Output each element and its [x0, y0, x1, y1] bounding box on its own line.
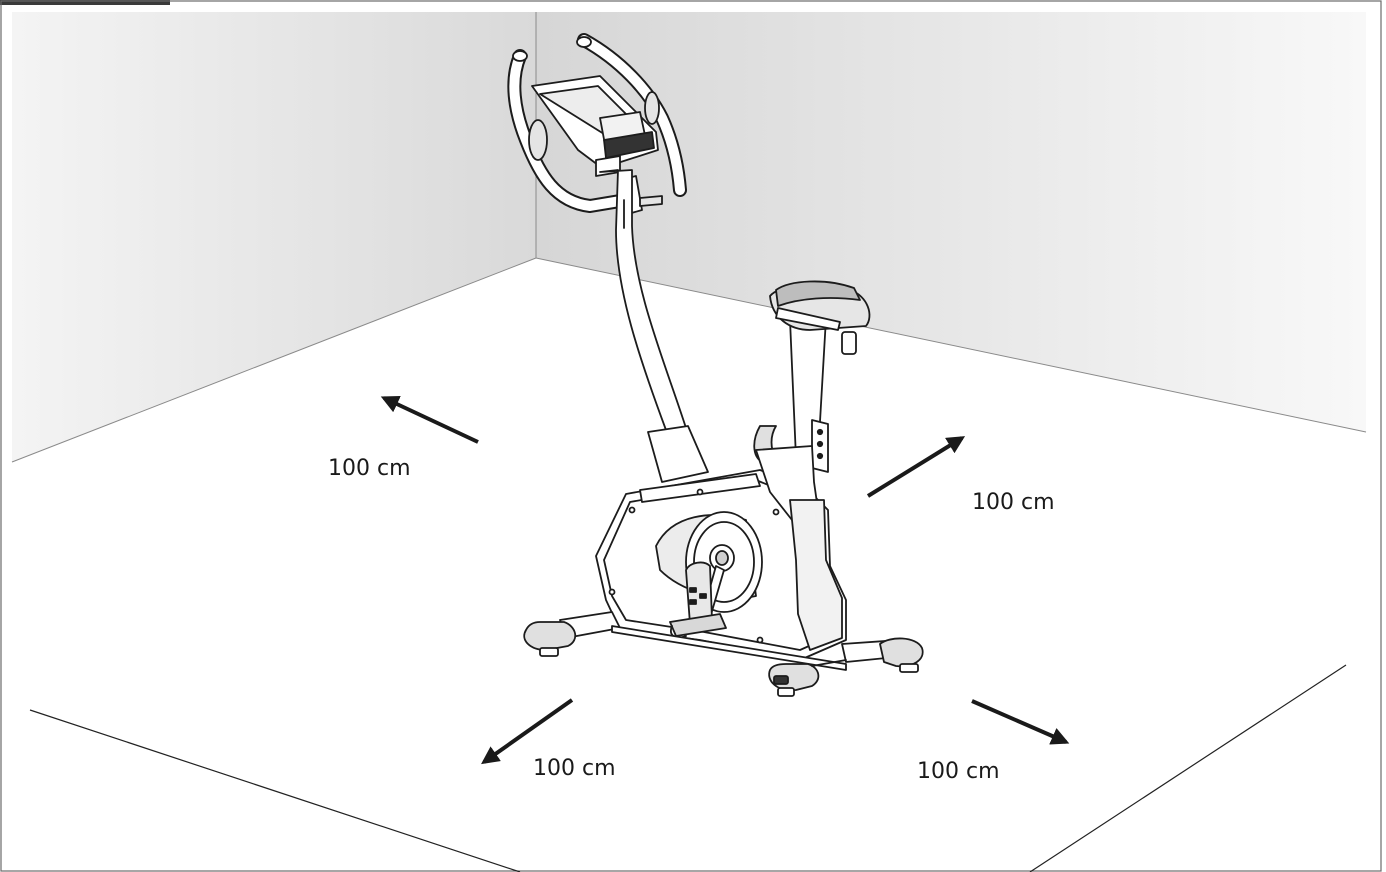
floor-boundary-right — [1029, 664, 1347, 872]
right-wall — [536, 12, 1366, 432]
floor-boundary-left — [29, 709, 521, 872]
base — [523, 611, 924, 697]
clearance-label-back-left: 100 cm — [328, 456, 411, 481]
console — [531, 75, 659, 177]
floor-line-right — [535, 257, 1367, 433]
clearance-label-front-left: 100 cm — [533, 756, 616, 781]
header-tab-mark — [0, 0, 170, 5]
exercise-bike-illustration — [507, 33, 924, 697]
arrow-front-right — [971, 699, 1070, 745]
arrow-back-left — [380, 395, 479, 444]
clearance-label-front-right: 100 cm — [917, 759, 1000, 784]
left-wall — [12, 12, 536, 462]
flywheel-housing — [595, 445, 847, 661]
clearance-label-back-right: 100 cm — [972, 490, 1055, 515]
floor-line-left — [11, 257, 537, 463]
pedal — [669, 561, 727, 639]
arrow-front-left — [481, 698, 574, 765]
arrow-back-right — [866, 436, 966, 498]
front-mast — [599, 169, 709, 483]
handlebar — [507, 33, 687, 215]
seat-assembly — [753, 280, 871, 473]
